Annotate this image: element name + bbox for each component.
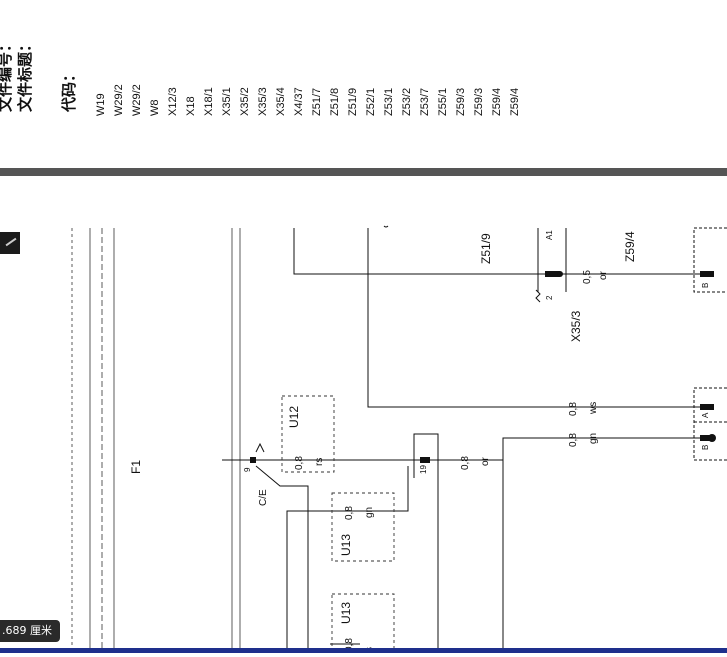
- label-a1: A1: [545, 230, 554, 240]
- component-boxes: [281, 395, 395, 655]
- w3-color: gn: [588, 433, 599, 444]
- w3-size: 0,8: [568, 433, 579, 447]
- bottom-scroll-strip[interactable]: [0, 648, 727, 653]
- code-item: W19: [95, 93, 107, 116]
- measurement-tooltip: .689 厘米: [0, 620, 60, 642]
- w5-size: 0,8: [460, 456, 471, 470]
- code-label: 代码：: [60, 67, 78, 113]
- label-u13-b: U13: [339, 602, 353, 624]
- w2-color: ws: [588, 402, 599, 415]
- w7-size: 0,8: [344, 638, 355, 652]
- code-item: Z51/7: [311, 88, 323, 116]
- label-u12: U12: [287, 406, 301, 428]
- code-item: X12/3: [167, 87, 179, 116]
- code-item: X35/4: [275, 87, 287, 116]
- code-item: Z53/2: [401, 88, 413, 116]
- w4-size: 0,8: [294, 456, 305, 470]
- code-item: Z59/3: [473, 88, 485, 116]
- w1-size: 0,5: [582, 270, 593, 284]
- code-item: X18: [185, 96, 197, 116]
- doc-number-label: 文件编号：: [0, 37, 14, 112]
- code-item: Z59/3: [455, 88, 467, 116]
- w4-color: rs: [314, 458, 325, 466]
- w1-color: or: [598, 270, 609, 280]
- code-item: Z59/4: [491, 88, 503, 116]
- label-z51-9: Z51/9: [479, 233, 493, 264]
- code-item: X35/2: [239, 87, 251, 116]
- label-x35-3: X35/3: [569, 310, 583, 342]
- section-divider: [0, 168, 727, 176]
- code-item: Z52/1: [365, 88, 377, 116]
- label-pin-2: 2: [545, 295, 554, 300]
- code-item: X35/3: [257, 87, 269, 116]
- diagram-labels: F1 U12 U13 U13 C/E Z51/9 Z59/4 X35/3 A1 …: [129, 230, 710, 624]
- label-f1: F1: [129, 460, 143, 474]
- code-item: W8: [149, 100, 161, 117]
- label-ce: C/E: [258, 489, 269, 506]
- wire-lines: [222, 225, 727, 648]
- label-pin-9: 9: [243, 467, 252, 472]
- label-u13-a: U13: [339, 534, 353, 556]
- code-item: Z51/8: [329, 88, 341, 116]
- code-item: Z59/4: [509, 88, 521, 116]
- label-conn-a: A: [701, 412, 710, 418]
- u13-box-a: [331, 492, 395, 562]
- w5-color: or: [480, 456, 491, 466]
- label-z59-4: Z59/4: [623, 231, 637, 262]
- u12-box: [281, 395, 335, 473]
- code-item: X18/1: [203, 87, 215, 116]
- code-item: Z53/1: [383, 88, 395, 116]
- label-conn-b-top: B: [701, 283, 710, 288]
- code-item: X4/37: [293, 87, 305, 116]
- code-item: Z53/7: [419, 88, 431, 116]
- page-thumbnail-icon[interactable]: [0, 232, 20, 254]
- code-item: X35/1: [221, 87, 233, 116]
- code-item: Z51/9: [347, 88, 359, 116]
- label-conn-b-bot: B: [701, 445, 710, 450]
- w2-size: 0,8: [568, 402, 579, 416]
- code-item: Z55/1: [437, 88, 449, 116]
- frame-lines: [71, 228, 241, 648]
- code-item: W29/2: [113, 84, 125, 116]
- doc-title-label: 文件标题：: [16, 37, 34, 112]
- code-item: W29/2: [131, 84, 143, 116]
- wire-labels: 0,5 or 0,8 ws 0,8 gn 0,8 rs 0,8 or 0,8 g…: [294, 270, 609, 652]
- w6-size: 0,8: [344, 506, 355, 520]
- w6-color: gn: [364, 507, 375, 518]
- terminals: [250, 271, 716, 463]
- label-pin-19: 19: [419, 465, 428, 474]
